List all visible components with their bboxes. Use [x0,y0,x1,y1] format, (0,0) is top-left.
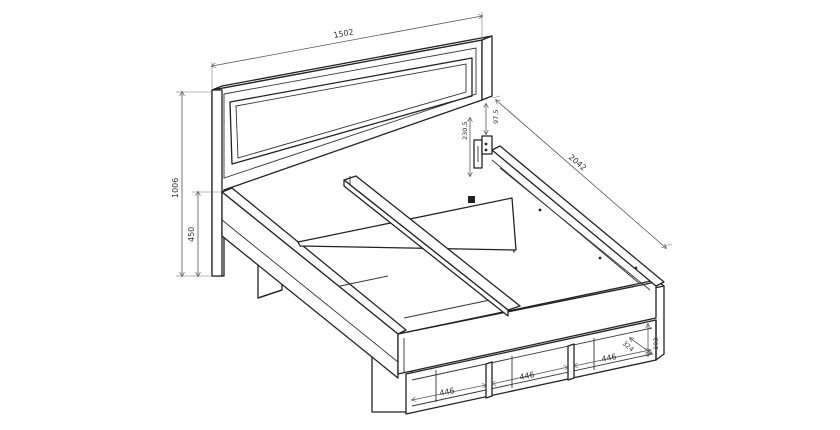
label-total-length: 2042 [567,153,588,173]
dimension-headboard-height: 1006 [171,92,212,276]
label-shelf-width-2: 446 [519,370,536,382]
label-slat-offset-b: 97.5 [492,110,500,124]
label-frame-height: 450 [187,227,196,242]
dimension-slat-offsets: 230.5 97.5 [461,104,500,176]
label-shelf-width-1: 446 [439,386,456,398]
label-total-width: 1502 [333,27,355,40]
dimension-frame-height: 450 [187,192,222,276]
dimension-width: 1502 [212,12,482,88]
label-headboard-height: 1006 [171,178,180,198]
label-shelf-height: 193 [652,338,660,350]
label-slat-offset-a: 230.5 [461,121,469,140]
label-shelf-width-3: 446 [601,352,618,364]
mount-bracket [468,135,638,270]
center-beam [343,175,521,317]
